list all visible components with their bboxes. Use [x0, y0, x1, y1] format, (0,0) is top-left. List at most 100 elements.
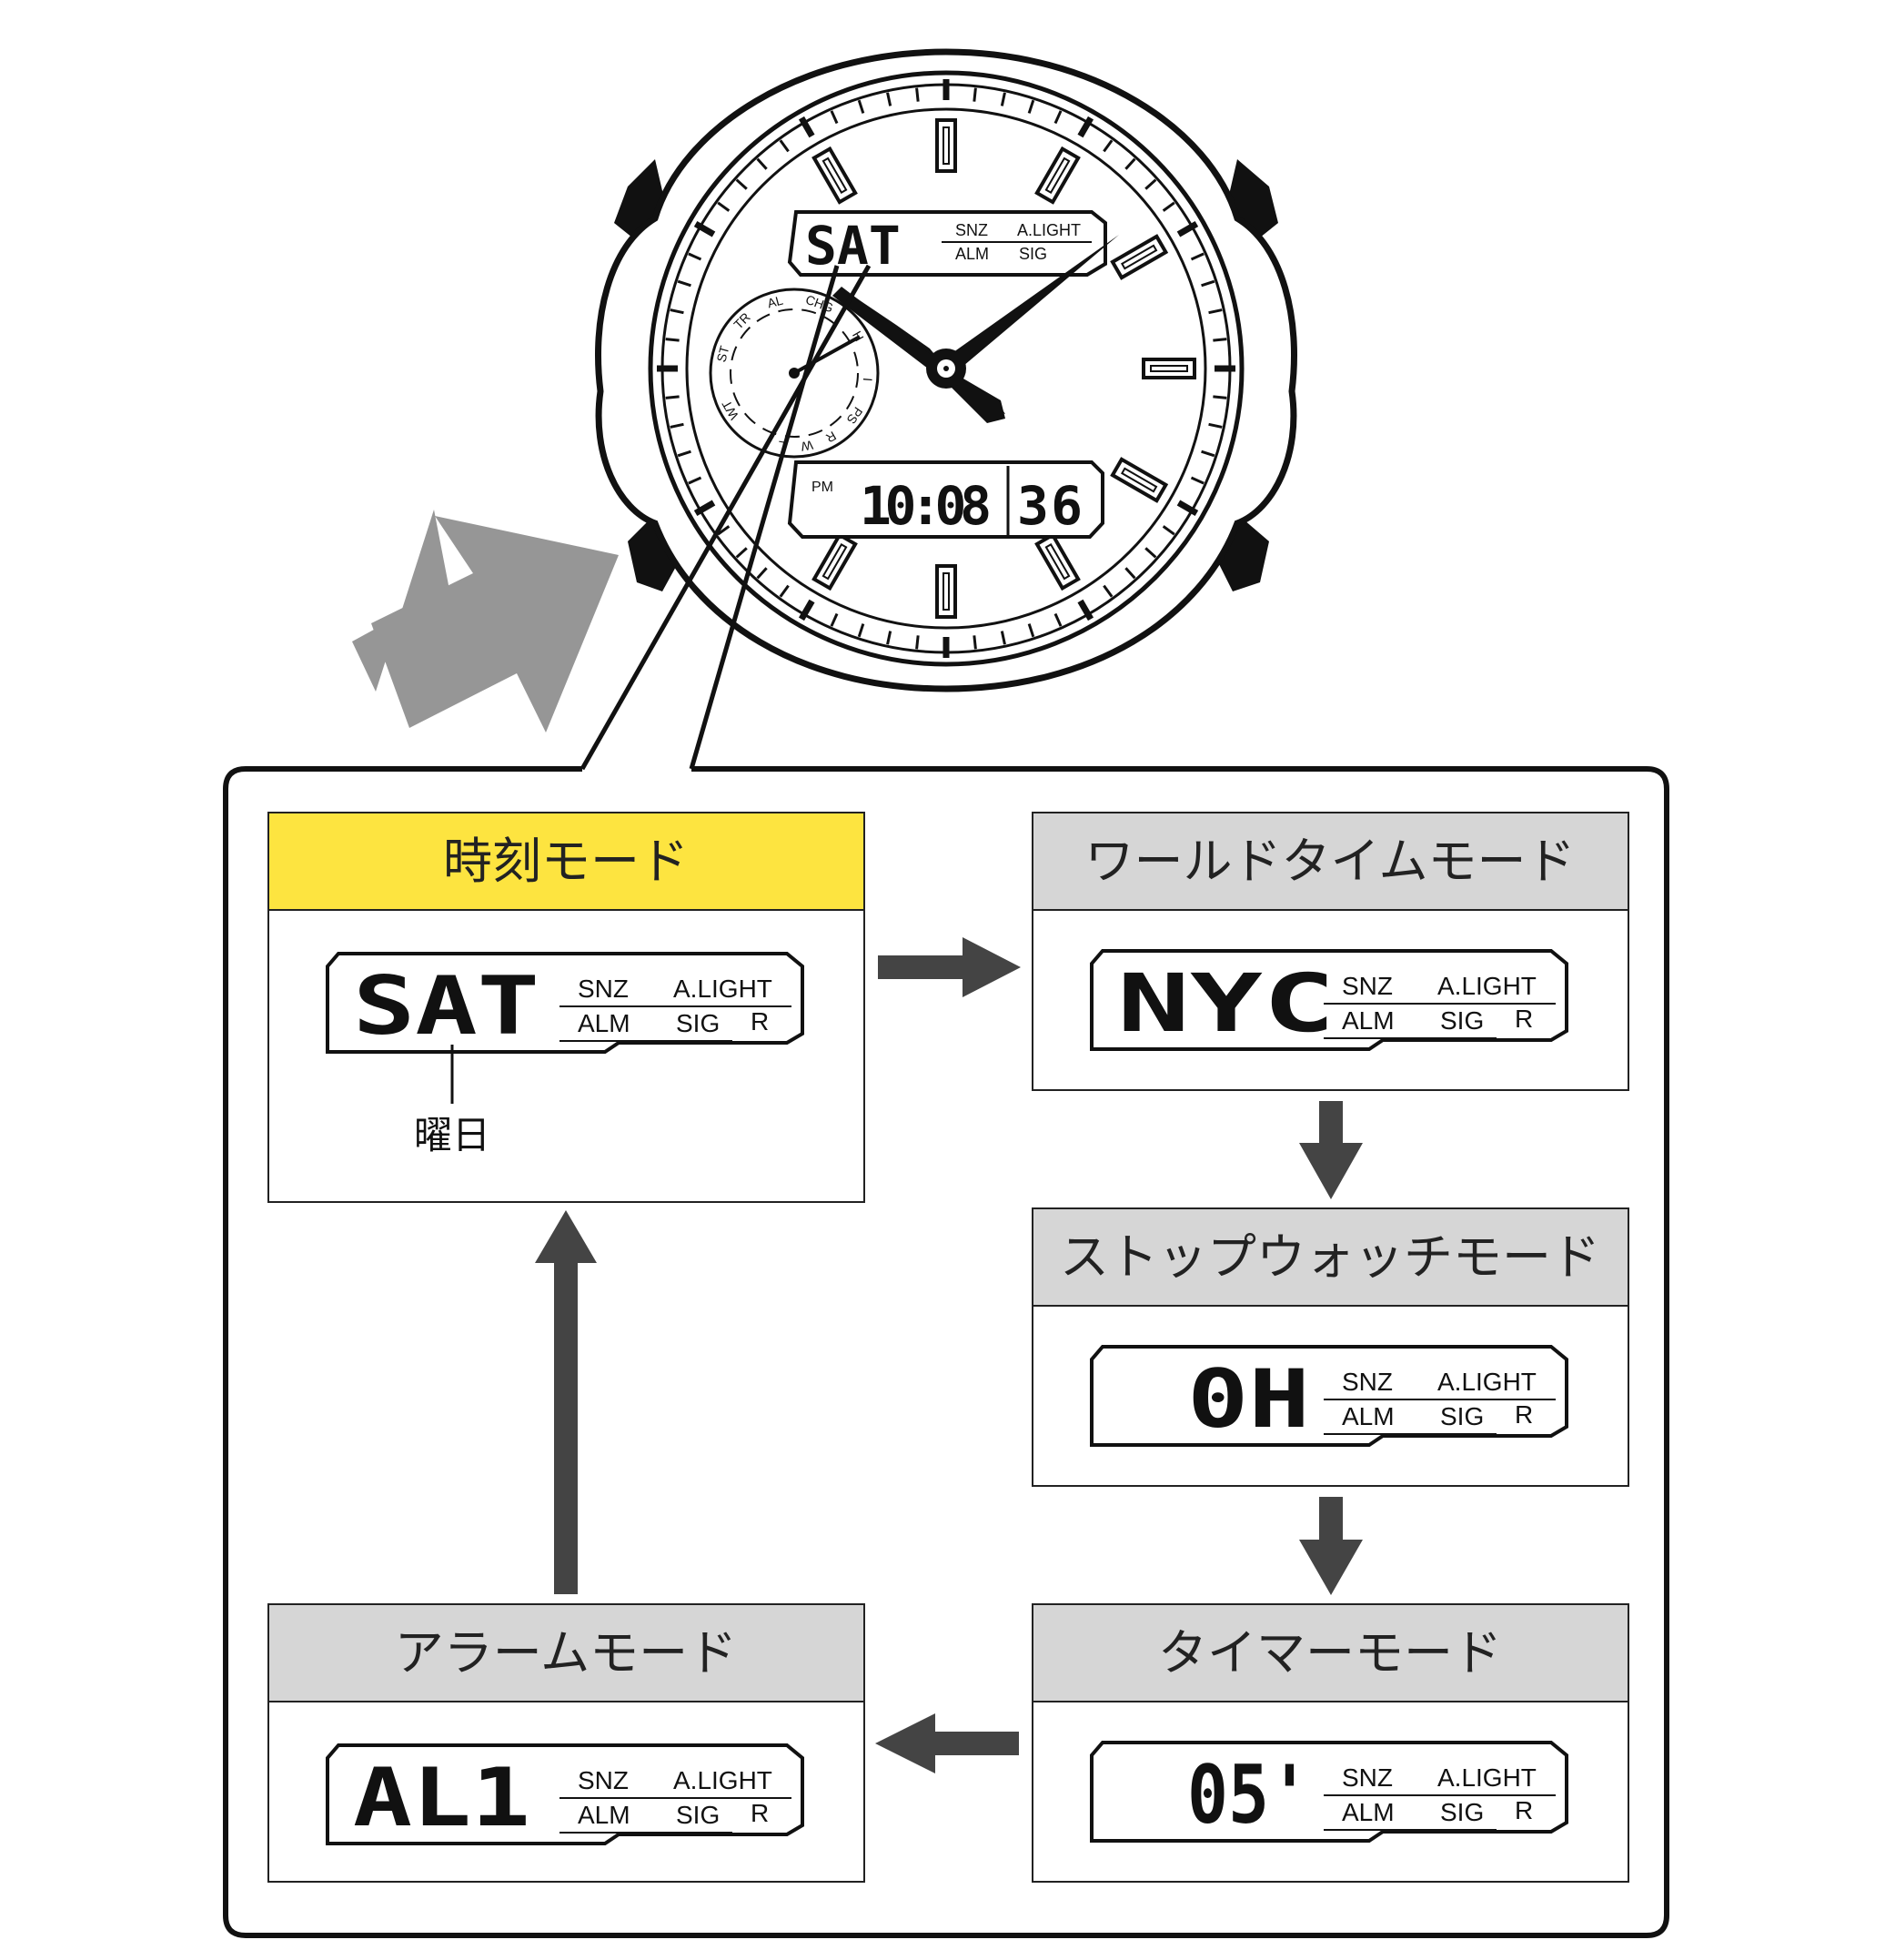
bezel-tick	[1190, 476, 1205, 485]
lcd-r-label: R	[751, 1007, 769, 1036]
lcd-snz-label: SNZ	[1342, 1763, 1393, 1792]
hour-index	[811, 146, 858, 205]
watch-button-bottom-left	[628, 514, 682, 591]
bezel-tick	[1144, 547, 1157, 559]
watch-time-display: 10:08	[860, 475, 992, 537]
bezel-tick	[915, 87, 920, 102]
watch-hands	[832, 235, 1119, 423]
watch: CHGALTRSTWTLWRPSIH SAT SNZ A.LIGHT ALM S…	[595, 48, 1297, 692]
lcd-frame	[326, 1743, 804, 1845]
bezel-tick	[1027, 99, 1035, 114]
callout-label-day: 曜日	[414, 1113, 490, 1157]
lcd-alm-label: ALM	[578, 1009, 630, 1037]
bezel-tick	[688, 252, 702, 261]
lcd-alight-label: A.LIGHT	[673, 1766, 772, 1794]
bezel-tick	[1162, 201, 1175, 212]
watch-pm-label: PM	[811, 480, 833, 495]
lcd-alight-label: A.LIGHT	[1437, 972, 1537, 1000]
subdial-label: L	[776, 438, 786, 453]
bezel-tick	[735, 178, 748, 190]
hour-indices	[811, 118, 1196, 619]
lcd-frame	[1090, 949, 1568, 1051]
subdial-label: W	[799, 438, 814, 454]
bezel-tick	[1213, 395, 1227, 399]
lcd-sig-label: SIG	[1440, 1798, 1484, 1826]
lcd-main-display: 0H	[1187, 1352, 1310, 1446]
lcd-r-label: R	[1515, 1796, 1533, 1824]
pointer-arrow	[352, 510, 459, 692]
bezel-tick	[735, 547, 748, 559]
bezel-tick	[1201, 450, 1215, 458]
arrow-time-to-world	[878, 937, 1021, 997]
bezel-ticks	[657, 79, 1235, 658]
bezel-tick	[670, 308, 684, 315]
bezel-tick	[1077, 599, 1094, 621]
hour-index	[1110, 457, 1169, 503]
bezel-tick	[670, 422, 684, 429]
bezel-tick	[1000, 92, 1006, 106]
hour-index	[935, 564, 957, 619]
lcd-sig-label: SIG	[1440, 1402, 1484, 1430]
callout-frame	[223, 264, 1669, 1938]
mode-title-stopwatch: ストップウォッチモード	[1060, 1228, 1600, 1286]
lcd-frame	[1090, 1345, 1568, 1447]
bezel-tick	[915, 635, 920, 650]
mode-title-alarm: アラームモード	[395, 1624, 737, 1682]
arrow-timer-to-alarm	[875, 1713, 1019, 1773]
bezel-tick	[779, 584, 790, 598]
lcd-sig-label: SIG	[676, 1009, 720, 1037]
bezel-tick	[717, 525, 731, 536]
bezel-tick	[1208, 308, 1223, 315]
bezel-tick	[1027, 623, 1035, 638]
bezel-tick	[857, 623, 865, 638]
lcd-main-display: AL1	[353, 1751, 530, 1844]
bezel-tick	[1000, 631, 1006, 645]
watch-day-display: SAT	[805, 215, 901, 277]
lcd-r-label: R	[1515, 1400, 1533, 1429]
lcd-alight-label: A.LIGHT	[673, 975, 772, 1003]
lcd-snz-label: SNZ	[578, 1766, 629, 1794]
hour-index	[1110, 234, 1169, 280]
lcd-snz-label: SNZ	[1342, 972, 1393, 1000]
pointer-arrow-shaft	[371, 516, 619, 732]
bezel-tick	[756, 567, 768, 580]
bezel-tick	[756, 157, 768, 170]
watch-alm-label: ALM	[955, 245, 989, 263]
bezel-tick	[1208, 422, 1223, 429]
lcd-alight-label: A.LIGHT	[1437, 1368, 1537, 1396]
bezel-tick	[1053, 110, 1063, 125]
bezel-tick	[717, 201, 731, 212]
bezel-tick	[973, 635, 977, 650]
bezel-tick	[665, 395, 680, 399]
watch-top-lcd: SAT SNZ A.LIGHT ALM SIG	[787, 210, 1107, 277]
mode-title-time: 時刻モード	[443, 833, 689, 890]
arrow-alarm-to-time	[535, 1210, 597, 1594]
hour-index	[1034, 146, 1081, 205]
bezel-tick	[1103, 584, 1114, 598]
subdial-label: ST	[713, 344, 731, 364]
hour-index	[1142, 358, 1196, 379]
subdial-label: AL	[766, 292, 785, 310]
bezel-tick	[830, 612, 839, 627]
watch-sig-label: SIG	[1019, 245, 1047, 263]
mode-title-timer: タイマーモード	[1158, 1624, 1502, 1682]
flow-arrows	[535, 937, 1363, 1773]
lcd-alight-label: A.LIGHT	[1437, 1763, 1537, 1792]
arrow-stopwatch-to-timer	[1299, 1497, 1363, 1595]
mode-title-world: ワールドタイムモード	[1085, 833, 1576, 890]
bezel-tick	[677, 450, 691, 458]
bezel-tick	[1103, 139, 1114, 153]
lcd-main-display: SAT	[353, 959, 539, 1053]
bezel-tick	[665, 338, 680, 342]
bezel-tick	[798, 116, 815, 138]
